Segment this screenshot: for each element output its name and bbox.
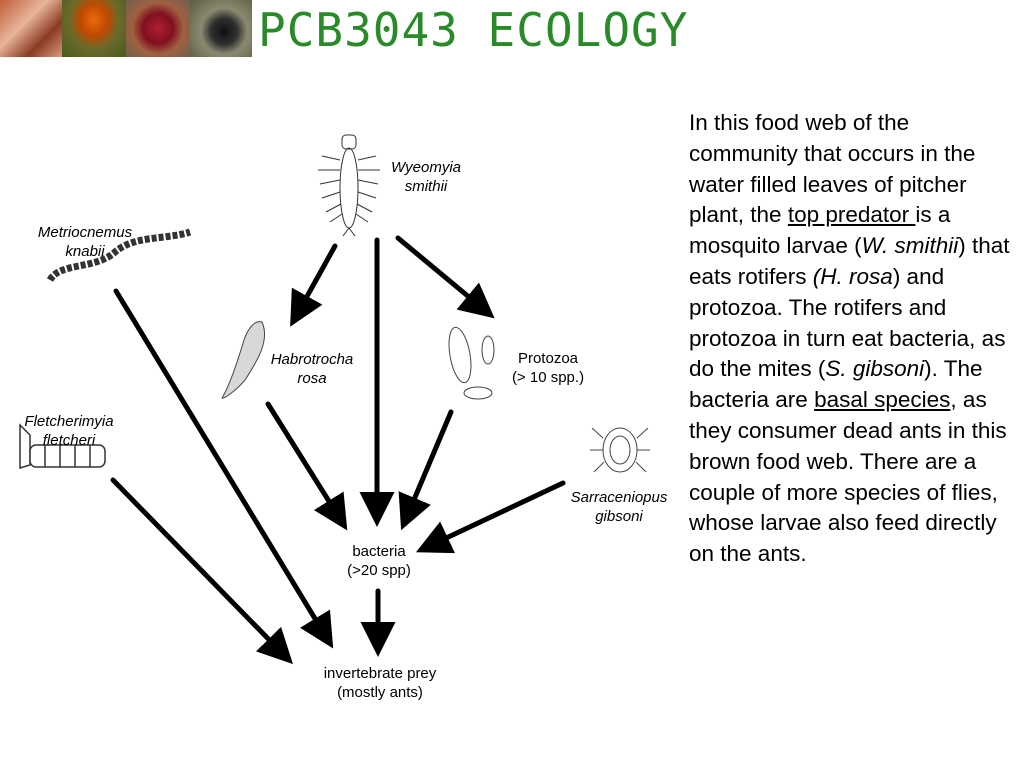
- arrow-fletcherimyia-to-prey: [110, 477, 293, 665]
- course-title: PCB3043 ECOLOGY: [258, 3, 689, 57]
- header-banner: PCB3043 ECOLOGY: [0, 0, 1024, 58]
- mushroom-photo: [62, 0, 126, 57]
- fletcherimyia-larva-icon: [19, 423, 106, 470]
- arrow-habrotrocha-to-bacteria: [265, 401, 348, 531]
- beetle-photo: [190, 0, 252, 57]
- label-fletcherimyia: Fletcherimyia fletcheri: [24, 413, 114, 449]
- arrow-wyeomyia-to-habrotrocha: [290, 243, 338, 327]
- label-sarraceniopus: Sarraceniopus gibsoni: [570, 489, 668, 525]
- label-metriocnemus: Metriocnemus knabii: [37, 224, 133, 260]
- label-bacteria: bacteria (>20 spp): [347, 543, 411, 579]
- label-invertebrate-prey: invertebrate prey (mostly ants): [323, 665, 437, 701]
- arrow-metriocnemus-to-prey: [113, 288, 334, 649]
- food-web-diagram: [19, 134, 650, 665]
- label-protozoa: Protozoa (> 10 spp.): [511, 350, 585, 386]
- arrow-wyeomyia-to-protozoa: [395, 235, 495, 319]
- wyeomyia-larva-icon: [318, 134, 380, 237]
- term-top-predator: top predator: [787, 202, 916, 228]
- label-wyeomyia: Wyeomyia smithii: [390, 159, 461, 195]
- metriocnemus-larva-icon: [46, 228, 192, 283]
- label-habrotrocha: Habrotrocha rosa: [270, 351, 354, 387]
- description-text: In this food web of the community that o…: [689, 110, 1010, 567]
- arrow-protozoa-to-bacteria: [398, 409, 454, 531]
- arrow-sarraceniopus-to-bacteria: [415, 480, 566, 554]
- pitcher-plant-photo: [126, 0, 190, 57]
- protozoa-icon: [448, 326, 495, 400]
- worm-photo: [0, 0, 62, 57]
- term-basal-species: basal species: [814, 387, 951, 413]
- habrotrocha-rotifer-icon: [221, 321, 266, 399]
- sarraceniopus-mite-icon: [590, 427, 650, 473]
